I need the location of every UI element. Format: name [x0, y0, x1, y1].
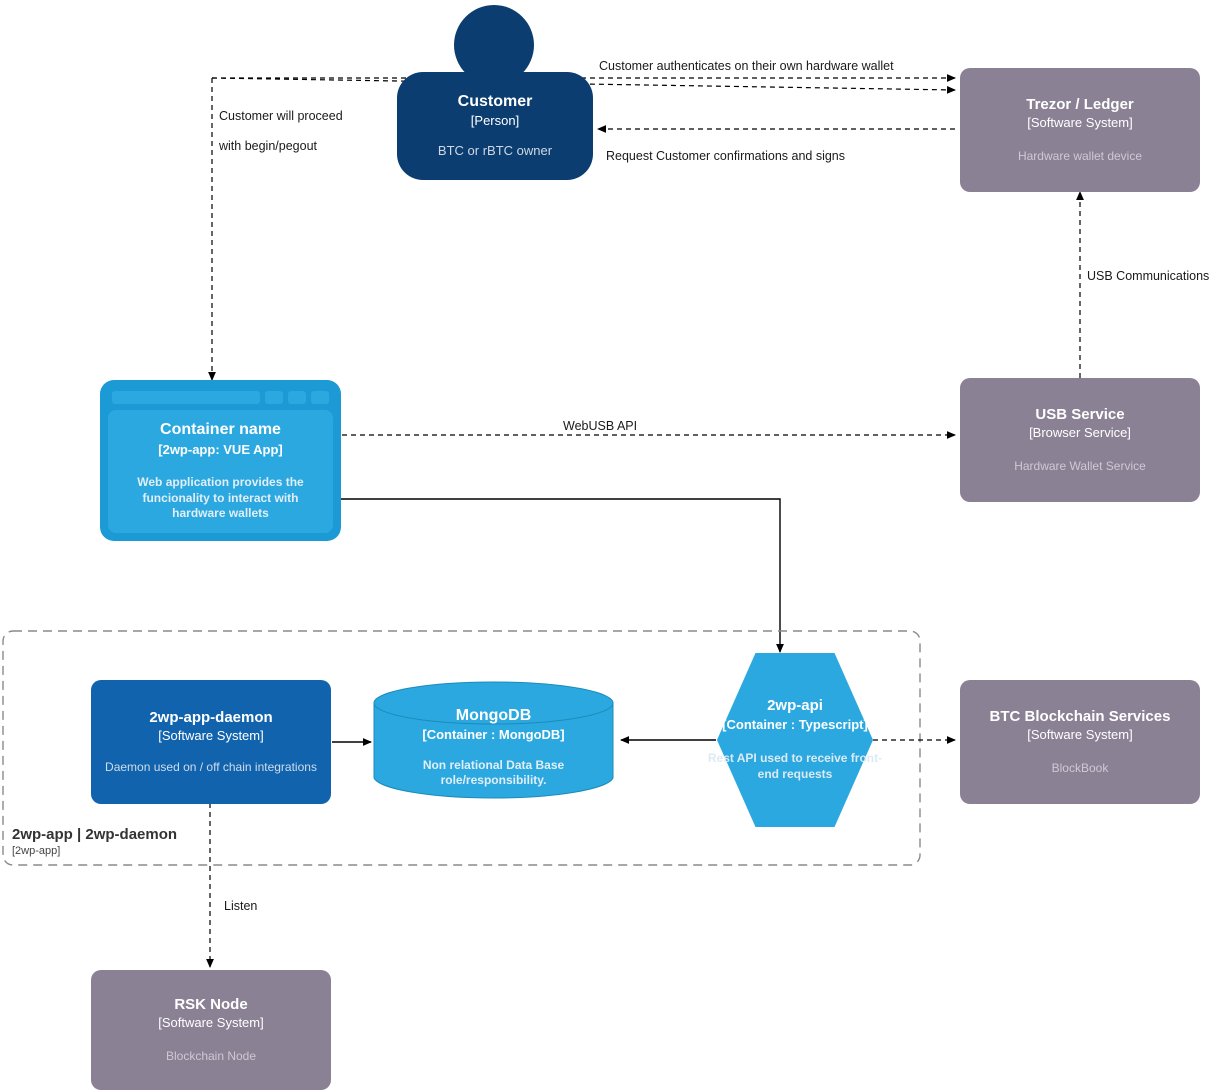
rsk-node-title: RSK Node [174, 996, 248, 1014]
edge-label-usb-communications: USB Communications [1087, 269, 1210, 283]
node-container-name[interactable]: Container name [2wp-app: VUE App] Web ap… [100, 380, 341, 541]
customer-person-head [454, 5, 534, 85]
api-text: 2wp-api [Container : Typescript] Rest AP… [698, 652, 892, 828]
browser-content: Container name [2wp-app: VUE App] Web ap… [108, 410, 333, 533]
rsk-node-description: Blockchain Node [165, 1048, 257, 1063]
browser-url-bar [112, 390, 260, 404]
browser-button-icon [265, 390, 283, 404]
node-usb-service[interactable]: USB Service [Browser Service] Hardware W… [960, 378, 1200, 502]
btc-blockchain-description: BlockBook [1051, 760, 1109, 775]
btc-blockchain-type: [Software System] [1027, 727, 1133, 743]
mongodb-text: MongoDB [Container : MongoDB] Non relati… [373, 681, 614, 800]
api-description: Rest API used to receive front-end reque… [707, 751, 883, 782]
container-name-description: Web application provides the funcionalit… [137, 475, 304, 521]
btc-blockchain-title: BTC Blockchain Services [989, 708, 1171, 726]
boundary-title: 2wp-app | 2wp-daemon [12, 826, 178, 843]
daemon-type: [Software System] [158, 728, 264, 744]
node-trezor-ledger[interactable]: Trezor / Ledger [Software System] Hardwa… [960, 68, 1200, 192]
edge-label-listen: Listen [224, 899, 258, 913]
browser-chrome-bar [108, 388, 333, 406]
daemon-description: Daemon used on / off chain integrations [105, 759, 317, 774]
browser-button-icon [288, 390, 306, 404]
edge-label-customer-will-proceed: Customer will proceed [219, 109, 343, 123]
usb-service-type: [Browser Service] [1029, 425, 1131, 441]
usb-service-description: Hardware Wallet Service [1014, 458, 1146, 473]
browser-button-icon [311, 390, 329, 404]
rsk-node-type: [Software System] [158, 1015, 264, 1031]
node-customer[interactable]: Customer [Person] BTC or rBTC owner [397, 72, 593, 180]
node-mongodb[interactable]: MongoDB [Container : MongoDB] Non relati… [373, 681, 614, 800]
boundary-type: [2wp-app] [12, 845, 61, 857]
boundary-label: 2wp-app | 2wp-daemon [2wp-app] [12, 826, 177, 857]
edge-container-to-api [341, 498, 784, 653]
edge-label-request-confirmations: Request Customer confirmations and signs [606, 149, 846, 163]
daemon-title: 2wp-app-daemon [149, 709, 273, 727]
api-type: [Container : Typescript] [722, 716, 868, 732]
mongodb-title: MongoDB [455, 706, 532, 724]
api-title: 2wp-api [767, 697, 823, 715]
edge-label-webusb-api: WebUSB API [563, 419, 638, 433]
trezor-ledger-type: [Software System] [1027, 115, 1133, 131]
cylinder-shape [373, 681, 614, 799]
usb-service-title: USB Service [1035, 406, 1125, 424]
trezor-ledger-title: Trezor / Ledger [1026, 96, 1134, 114]
hexagon-shape [717, 653, 873, 827]
node-rsk-node[interactable]: RSK Node [Software System] Blockchain No… [91, 970, 331, 1090]
customer-description: BTC or rBTC owner [437, 142, 553, 158]
customer-type: [Person] [470, 113, 520, 129]
trezor-ledger-description: Hardware wallet device [1017, 148, 1143, 163]
edge-label-customer-authenticates: Customer authenticates on their own hard… [599, 59, 894, 73]
mongodb-type: [Container : MongoDB] [422, 726, 565, 742]
container-name-title: Container name [160, 421, 281, 439]
mongodb-description: Non relational Data Base role/responsibi… [422, 758, 565, 788]
node-btc-blockchain-services[interactable]: BTC Blockchain Services [Software System… [960, 680, 1200, 804]
edge-label-with-begin-pegout: with begin/pegout [219, 139, 317, 153]
container-name-type: [2wp-app: VUE App] [158, 441, 283, 457]
customer-title: Customer [457, 92, 533, 110]
node-2wp-app-daemon[interactable]: 2wp-app-daemon [Software System] Daemon … [91, 680, 331, 804]
node-2wp-api[interactable]: 2wp-api [Container : Typescript] Rest AP… [708, 652, 882, 828]
